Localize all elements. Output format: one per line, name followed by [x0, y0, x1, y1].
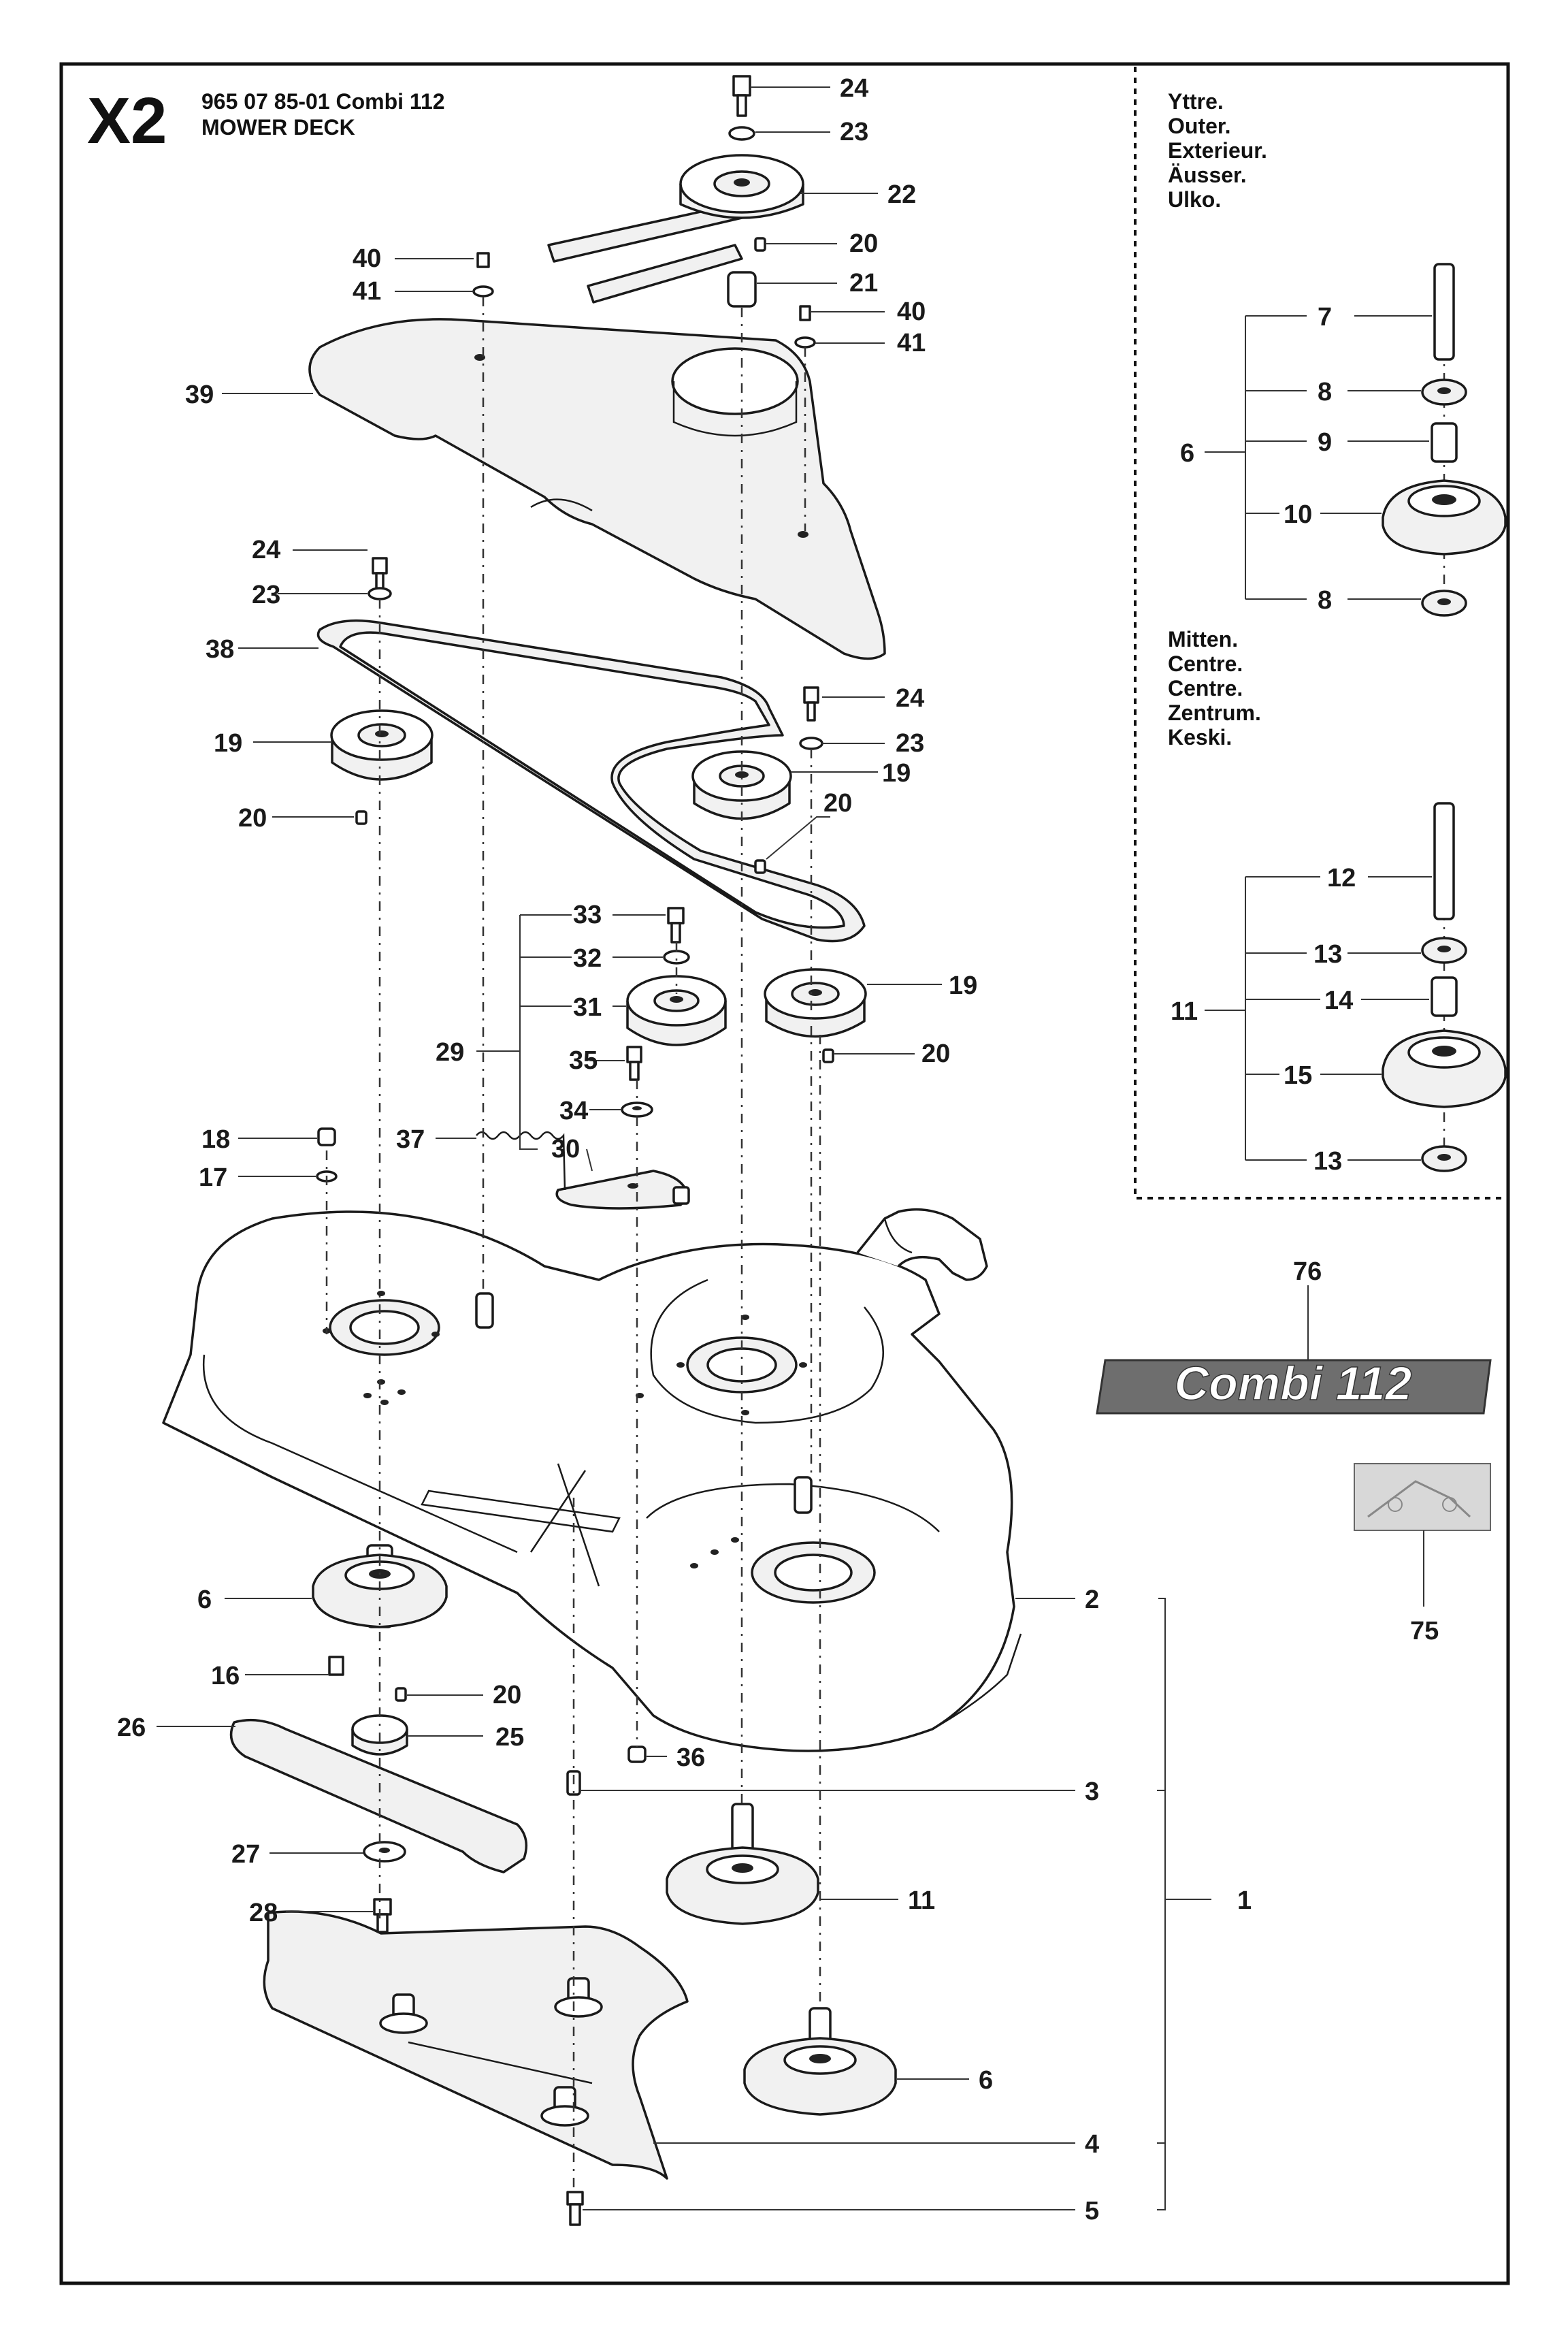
svg-text:Centre.: Centre. — [1168, 676, 1243, 701]
belt-cover — [308, 318, 886, 660]
svg-text:13: 13 — [1313, 1147, 1342, 1176]
svg-text:5: 5 — [1085, 2197, 1099, 2225]
svg-text:40: 40 — [897, 297, 926, 326]
svg-text:30: 30 — [551, 1135, 580, 1163]
svg-text:23: 23 — [840, 118, 868, 146]
centre-spindle-exploded — [1382, 802, 1507, 1172]
svg-text:20: 20 — [849, 229, 878, 258]
svg-text:26: 26 — [117, 1713, 146, 1742]
svg-text:Yttre.: Yttre. — [1168, 89, 1224, 114]
svg-text:37: 37 — [396, 1125, 425, 1154]
svg-text:11: 11 — [908, 1886, 935, 1915]
diagram-model: 965 07 85-01 Combi 112 — [201, 89, 445, 114]
svg-text:76: 76 — [1293, 1257, 1322, 1286]
svg-text:1: 1 — [1237, 1886, 1252, 1915]
svg-text:Ulko.: Ulko. — [1168, 187, 1221, 212]
svg-text:3: 3 — [1085, 1777, 1099, 1806]
svg-text:23: 23 — [896, 729, 924, 758]
svg-text:75: 75 — [1410, 1617, 1439, 1645]
svg-text:Äusser.: Äusser. — [1168, 163, 1247, 187]
svg-text:10: 10 — [1284, 500, 1312, 529]
svg-text:Combi 112: Combi 112 — [1175, 1357, 1412, 1410]
svg-text:8: 8 — [1318, 378, 1332, 406]
svg-text:20: 20 — [823, 789, 852, 818]
svg-text:18: 18 — [201, 1125, 230, 1154]
svg-text:24: 24 — [252, 536, 280, 564]
svg-text:40: 40 — [353, 244, 381, 273]
svg-text:38: 38 — [206, 635, 234, 664]
bolt-36 — [627, 1745, 647, 1763]
svg-text:7: 7 — [1318, 303, 1332, 332]
model-decal: Combi 112 — [1096, 1356, 1492, 1415]
svg-text:Keski.: Keski. — [1168, 725, 1232, 750]
svg-text:11: 11 — [1171, 997, 1198, 1026]
svg-text:19: 19 — [214, 729, 242, 758]
svg-text:39: 39 — [185, 381, 214, 409]
svg-text:32: 32 — [573, 944, 602, 973]
svg-text:25: 25 — [495, 1723, 524, 1752]
svg-text:28: 28 — [249, 1899, 278, 1927]
svg-text:33: 33 — [573, 901, 602, 929]
pulley-centre-upper — [691, 686, 823, 874]
baffle-plate — [263, 1770, 689, 2226]
spindle-11 — [666, 1803, 819, 1925]
svg-text:34: 34 — [559, 1097, 588, 1125]
page-frame — [59, 62, 1510, 2285]
nut-18 — [317, 1127, 336, 1146]
svg-text:16: 16 — [211, 1662, 240, 1690]
svg-text:12: 12 — [1327, 864, 1356, 892]
svg-text:31: 31 — [573, 993, 602, 1022]
svg-text:20: 20 — [238, 804, 267, 833]
svg-text:Outer.: Outer. — [1168, 114, 1230, 138]
svg-text:14: 14 — [1324, 986, 1353, 1015]
svg-text:4: 4 — [1085, 2130, 1099, 2159]
svg-text:21: 21 — [849, 269, 878, 297]
svg-text:6: 6 — [197, 1586, 212, 1614]
belt-tensioner — [476, 907, 727, 1210]
diagram-title: MOWER DECK — [201, 115, 355, 140]
svg-text:36: 36 — [676, 1743, 705, 1772]
svg-text:2: 2 — [1085, 1586, 1099, 1614]
svg-text:19: 19 — [882, 759, 911, 788]
svg-text:13: 13 — [1313, 940, 1342, 969]
svg-text:29: 29 — [436, 1038, 464, 1067]
belt-routing-decal — [1354, 1463, 1491, 1531]
svg-text:24: 24 — [840, 74, 868, 103]
svg-text:41: 41 — [353, 277, 381, 306]
svg-text:19: 19 — [949, 971, 977, 1000]
mower-deck — [162, 1208, 1022, 1752]
callout-numbers: 24 23 22 20 21 40 41 40 41 39 24 23 38 1… — [117, 74, 1439, 2225]
svg-text:Zentrum.: Zentrum. — [1168, 701, 1261, 725]
panel-outer-label: Yttre. Outer. Exterieur. Äusser. Ulko. — [1168, 89, 1267, 212]
top-pulley — [472, 75, 816, 349]
svg-text:6: 6 — [979, 2066, 993, 2095]
drive-belt — [316, 619, 866, 943]
diagram-code: X2 — [87, 84, 167, 157]
left-spindle — [229, 1544, 528, 1933]
svg-text:15: 15 — [1284, 1061, 1312, 1090]
svg-text:6: 6 — [1180, 439, 1194, 468]
svg-text:24: 24 — [896, 684, 924, 713]
svg-text:41: 41 — [897, 329, 926, 357]
pulley-left — [330, 557, 434, 825]
svg-text:27: 27 — [231, 1840, 260, 1869]
svg-text:Mitten.: Mitten. — [1168, 627, 1238, 651]
svg-text:17: 17 — [199, 1163, 227, 1192]
svg-text:23: 23 — [252, 581, 280, 609]
svg-text:20: 20 — [921, 1040, 950, 1068]
svg-text:35: 35 — [569, 1046, 598, 1075]
outer-spindle-exploded — [1382, 263, 1507, 617]
panel-centre-label: Mitten. Centre. Centre. Zentrum. Keski. — [1168, 627, 1261, 750]
svg-text:8: 8 — [1318, 586, 1332, 615]
spindle-6-lower — [743, 2007, 897, 2116]
svg-text:Centre.: Centre. — [1168, 651, 1243, 676]
svg-text:22: 22 — [887, 180, 916, 209]
svg-text:9: 9 — [1318, 428, 1332, 457]
assembly-axes — [325, 297, 821, 2192]
svg-text:Exterieur.: Exterieur. — [1168, 138, 1267, 163]
svg-text:20: 20 — [493, 1681, 521, 1709]
leader-lines — [157, 86, 1432, 2210]
pulley-right — [764, 968, 867, 1063]
